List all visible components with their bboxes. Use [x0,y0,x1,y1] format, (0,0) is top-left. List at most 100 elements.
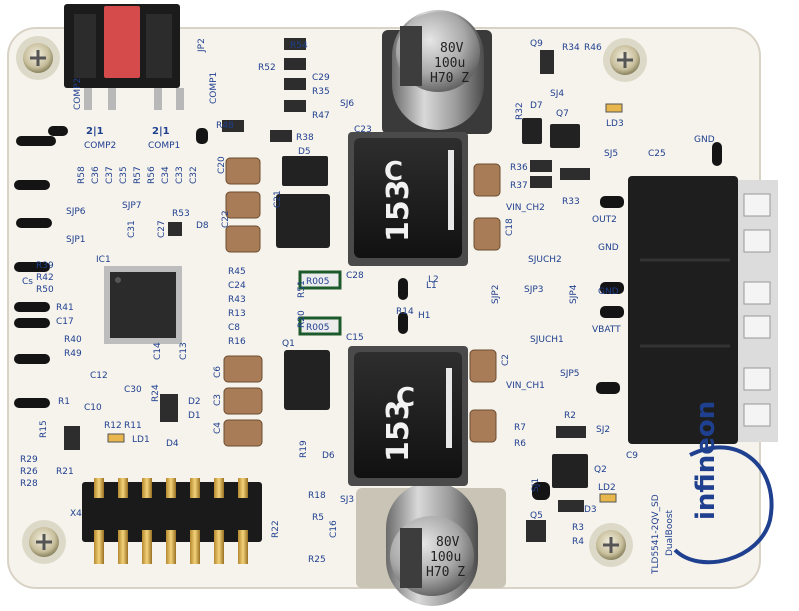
svg-text:C24: C24 [228,281,246,291]
capacitor-bottom-capacitance: 100u [430,550,461,565]
svg-text:SJ5: SJ5 [604,149,618,159]
svg-text:L1: L1 [426,281,437,291]
svg-text:R45: R45 [228,267,246,277]
inductor-bottom-logo: C [396,383,415,413]
electrolytic-capacitor-top: 80V 100u H70 Z [382,10,492,134]
svg-text:GND: GND [598,287,619,297]
svg-text:R29: R29 [20,455,38,465]
svg-text:R36: R36 [510,163,528,173]
svg-text:R1: R1 [58,397,70,407]
inductor-top-logo: C [384,157,403,187]
svg-text:R39: R39 [36,261,54,271]
test-pins[interactable] [14,126,722,500]
svg-text:C12: C12 [90,371,108,381]
board-variant: DualBoost [665,509,675,556]
svg-text:C36: C36 [91,166,101,184]
svg-text:C3: C3 [213,394,223,406]
inductor-top-value: 153 [381,179,416,242]
capacitor-top-code: H70 Z [430,71,469,86]
svg-text:R5: R5 [312,513,324,523]
svg-text:R38: R38 [296,133,314,143]
svg-text:R14: R14 [396,307,414,317]
capacitor-top-capacitance: 100u [434,56,465,71]
svg-text:R16: R16 [228,337,246,347]
svg-text:R7: R7 [514,423,526,433]
svg-text:R53: R53 [172,209,190,219]
svg-text:D6: D6 [322,451,335,461]
svg-text:R33: R33 [562,197,580,207]
svg-text:SJ1: SJ1 [531,478,541,492]
svg-text:R56: R56 [147,166,157,184]
ceramic-capacitors [223,157,501,447]
svg-text:R40: R40 [64,335,82,345]
svg-text:R005: R005 [306,323,329,333]
svg-text:R49: R49 [64,349,82,359]
svg-text:C28: C28 [346,271,364,281]
svg-text:D5: D5 [298,147,311,157]
electrolytic-capacitor-bottom: 80V 100u H70 Z [356,482,506,606]
svg-text:R4: R4 [572,537,584,547]
svg-text:LD3: LD3 [606,119,624,129]
svg-text:C22: C22 [221,210,231,228]
svg-text:SJ6: SJ6 [340,99,354,109]
svg-text:C35: C35 [119,166,129,184]
svg-text:C20: C20 [217,156,227,174]
svg-text:C8: C8 [228,323,240,333]
svg-text:R3: R3 [572,523,584,533]
jumper-header-top[interactable] [64,4,184,110]
mounting-screw-top-right [603,38,647,82]
svg-text:R41: R41 [56,303,74,313]
svg-text:C29: C29 [312,73,330,83]
mounting-screw-bottom-right [589,523,633,567]
svg-text:C33: C33 [175,166,185,184]
svg-text:R22: R22 [271,520,281,538]
svg-text:Q7: Q7 [556,109,569,119]
svg-text:SJ4: SJ4 [550,89,564,99]
svg-text:R24: R24 [151,384,161,402]
svg-text:C21: C21 [273,190,283,208]
svg-text:C13: C13 [179,342,189,360]
svg-text:R20: R20 [297,310,307,328]
svg-text:R43: R43 [228,295,246,305]
svg-text:C34: C34 [161,166,171,184]
svg-text:C9: C9 [626,451,638,461]
svg-text:C15: C15 [346,333,364,343]
svg-text:SJP6: SJP6 [66,207,86,217]
svg-text:LD2: LD2 [598,483,616,493]
svg-text:C25: C25 [648,149,666,159]
inductor-bottom: C 153 [348,346,468,486]
svg-text:R18: R18 [308,491,326,501]
svg-text:GND: GND [694,135,715,145]
svg-text:GND: GND [598,243,619,253]
svg-text:SJP5: SJP5 [560,369,580,379]
svg-text:D8: D8 [196,221,209,231]
svg-text:R13: R13 [228,309,246,319]
svg-text:D3: D3 [584,505,597,515]
svg-text:C31: C31 [127,220,137,238]
svg-text:C30: C30 [124,385,142,395]
svg-text:OUT2: OUT2 [592,215,617,225]
svg-text:VIN_CH1: VIN_CH1 [506,381,545,391]
svg-text:R52: R52 [258,63,276,73]
capacitor-bottom-voltage: 80V [436,535,460,550]
svg-text:R28: R28 [20,479,38,489]
svg-text:Q5: Q5 [530,511,543,521]
pin-header-x4[interactable] [82,478,262,564]
svg-text:C27: C27 [157,220,167,238]
svg-text:C14: C14 [153,342,163,360]
svg-text:VBATT: VBATT [592,325,621,335]
svg-text:Q1: Q1 [282,339,295,349]
svg-text:D1: D1 [188,411,201,421]
silkscreen-labels: JP2 2|1 2|1 COMP2 COMP1 COMP1 COMP2 IC1 … [20,38,715,565]
svg-text:R19: R19 [299,440,309,458]
svg-text:R50: R50 [36,285,54,295]
svg-text:SJP4: SJP4 [569,284,579,304]
svg-text:VIN_CH2: VIN_CH2 [506,203,545,213]
svg-text:R37: R37 [510,181,528,191]
terminal-block[interactable] [628,176,778,444]
svg-text:R47: R47 [312,111,330,121]
svg-text:C23: C23 [354,125,372,135]
svg-text:C2: C2 [501,354,511,366]
svg-text:COMP2: COMP2 [73,78,83,110]
